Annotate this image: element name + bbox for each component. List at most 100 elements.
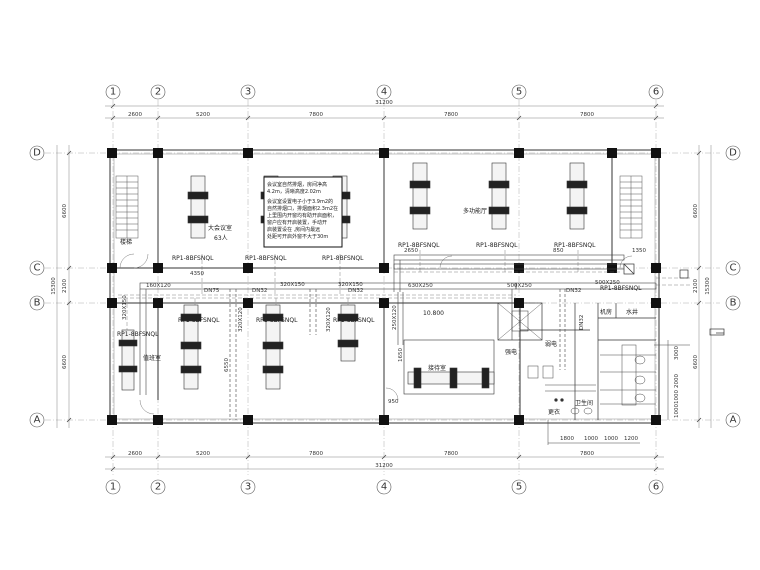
unit-label-2: RP1-8BFSNQL	[245, 255, 287, 262]
top-span-5: 7800	[580, 112, 594, 118]
bottom-span-2: 5200	[196, 451, 210, 457]
pipe-dn32-c: DN32	[566, 288, 581, 294]
duct-500x250-a: 500X250	[507, 283, 532, 289]
duct-network	[139, 254, 657, 420]
indoor-unit-group-lower	[118, 304, 495, 391]
top-span-2: 5200	[196, 112, 210, 118]
unit-label-10: RP1-8BFSNQL	[117, 331, 159, 338]
axis-col-1: 1	[110, 87, 116, 98]
duct-labels: DN75 DN32 DN32 DN32 DN32 160X120 320X150…	[122, 280, 620, 332]
pipe-dn32-a: DN32	[252, 288, 267, 294]
stair-left	[115, 175, 139, 239]
axis-col-2-bottom: 2	[155, 482, 161, 493]
note-line-1: 会议室自然排烟，房间净高	[267, 181, 327, 188]
bottom-total-dim: 31200	[375, 463, 393, 469]
top-span-4: 7800	[444, 112, 458, 118]
axis-labels: 1 2 3 4 5 6 1 2 3 4 5 6 D C B A D C B A	[33, 87, 737, 493]
axis-row-c: C	[34, 263, 41, 274]
pipe-dn32-b: DN32	[348, 288, 363, 294]
weak-current-label: 弱电	[545, 340, 557, 348]
note-line-4: 自然排烟口，排烟面积2.3m2在	[267, 205, 338, 212]
unit-label-6: RP1-8BFSNQL	[554, 242, 596, 249]
right-span-2: 2100	[693, 279, 699, 293]
structural-columns	[107, 148, 661, 425]
dim-1000-a: 1000	[584, 436, 598, 442]
dim-2000: 2000	[674, 374, 680, 388]
toilet-fixtures	[527, 340, 690, 445]
unit-label-9: RP1-8BFSNQL	[333, 317, 375, 324]
pipe-dn75: DN75	[204, 288, 220, 294]
stair-right	[619, 175, 643, 239]
note-line-5: 上里围内开窗均有助开启面积，	[267, 212, 337, 219]
axis-col-3: 3	[245, 87, 251, 98]
dim-950: 950	[388, 399, 399, 405]
note-line-6: 窗户应有开启装置，手动开	[267, 219, 327, 226]
unit-label-7: RP1-8BFSNQL	[178, 317, 220, 324]
note-line-3: 会议室设置电子小于3.9m2的	[267, 198, 333, 205]
top-span-3: 7800	[309, 112, 323, 118]
indoor-unit-labels: RP1-8BFSNQL RP1-8BFSNQL RP1-8BFSNQL RP1-…	[117, 242, 642, 338]
duct-320x120-b: 320X120	[326, 307, 332, 332]
unit-label-11: RP1-8BFSNQL	[600, 285, 642, 292]
toilet-label: 卫生间	[575, 399, 593, 407]
pipe-dn32-d: DN32	[579, 315, 585, 330]
electrical-room-label: 强电	[505, 348, 517, 356]
axis-row-d: D	[33, 148, 41, 159]
axis-row-b: B	[34, 298, 41, 309]
unit-label-1: RP1-8BFSNQL	[172, 255, 214, 262]
right-total-dim: 15300	[705, 277, 711, 295]
bottom-span-5: 7800	[580, 451, 594, 457]
right-span-1: 6600	[693, 204, 699, 218]
right-span-3: 6600	[693, 355, 699, 369]
axis-col-4-bottom: 4	[381, 482, 387, 493]
smoke-exhaust-note-box	[263, 176, 343, 248]
top-span-1: 2600	[128, 112, 142, 118]
duct-630x250: 630X250	[408, 283, 433, 289]
duct-320x150-b: 320X150	[338, 282, 363, 288]
axis-row-a: A	[34, 415, 41, 426]
dim-4350: 4350	[190, 271, 204, 277]
dim-1000-b: 1000	[604, 436, 618, 442]
dim-2650: 2650	[404, 248, 418, 254]
dim-850: 850	[553, 248, 564, 254]
room-labels: 大会议室 63人 多功能厅 楼梯 值班室 接待室 强电 弱电 机房 水井 卫生间…	[120, 207, 638, 416]
axis-row-d-right: D	[729, 148, 737, 159]
note-line-7: 启装置设在 ,房间内最远	[267, 226, 320, 233]
left-span-3: 6600	[62, 355, 68, 369]
bottom-span-1: 2600	[128, 451, 142, 457]
elevation-label: 10.800	[423, 310, 444, 317]
reception-label: 接待室	[428, 364, 446, 372]
axis-col-3-bottom: 3	[245, 482, 251, 493]
axis-row-a-right: A	[730, 415, 737, 426]
dimension-texts: 31200 2600 5200 7800 7800 7800 2600 5200…	[51, 100, 711, 469]
unit-label-5: RP1-8BFSNQL	[476, 242, 518, 249]
unit-label-3: RP1-8BFSNQL	[322, 255, 364, 262]
duct-250x120: 250X120	[392, 305, 398, 330]
dimension-ticks	[66, 103, 702, 472]
axis-col-4: 4	[381, 87, 387, 98]
dim-1200: 1200	[624, 436, 638, 442]
dim-1650: 1650	[398, 348, 404, 362]
meeting-capacity-label: 63人	[214, 235, 228, 242]
unit-label-4: RP1-8BFSNQL	[398, 242, 440, 249]
axis-row-c-right: C	[730, 263, 737, 274]
axis-col-2: 2	[155, 87, 161, 98]
unit-label-8: RP1-8BFSNQL	[256, 317, 298, 324]
dim-1350: 1350	[632, 248, 646, 254]
left-span-2: 2100	[62, 279, 68, 293]
outdoor-unit-connection	[623, 263, 725, 336]
duct-500x250-b: 500X250	[595, 280, 620, 286]
left-total-dim: 15300	[51, 277, 57, 295]
dim-1800: 1800	[560, 436, 574, 442]
meeting-room-label: 大会议室	[208, 224, 232, 232]
duct-160x120: 160X120	[146, 283, 171, 289]
duty-room-label: 值班室	[143, 354, 161, 362]
note-line-8: 处距可开启外窗不大于30m	[267, 233, 328, 240]
duct-320x150-a: 320X150	[280, 282, 305, 288]
duct-320x150-c: 320X150	[122, 295, 128, 320]
multi-hall-label: 多功能厅	[463, 207, 487, 215]
left-span-1: 6600	[62, 204, 68, 218]
axis-col-6-bottom: 6	[653, 482, 659, 493]
misc-dimension-labels: 4350 6550 1650 950 1350 850 2650 1800 10…	[190, 248, 680, 442]
